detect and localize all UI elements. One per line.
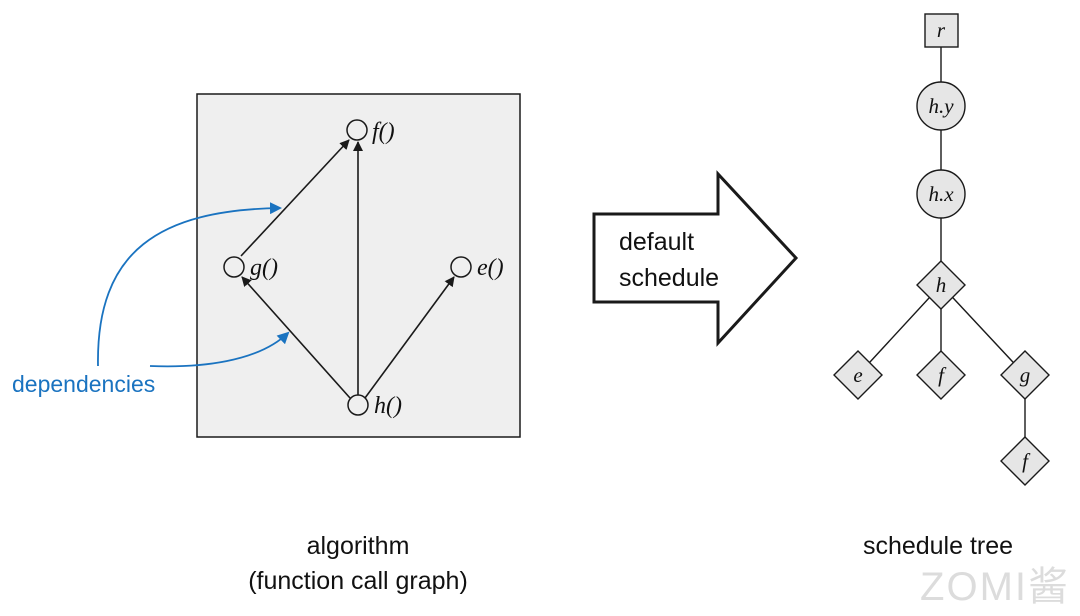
node-g-label: g() [250, 255, 278, 281]
edge-h-to-e [364, 276, 455, 399]
schedule-tree: r h.y h.x h e f g f [833, 13, 1050, 486]
tree-node-g-child-f [1000, 436, 1050, 486]
node-e-label: e() [477, 255, 504, 281]
dependencies-label: dependencies [12, 371, 155, 397]
watermark: ZOMI酱 [920, 565, 1070, 609]
node-e [450, 256, 472, 278]
call-graph: f() g() e() h() [196, 93, 521, 438]
edge-g-to-f [240, 139, 350, 257]
tree-node-band-x [916, 169, 966, 219]
tree-node-band-x-label: h.x [928, 182, 954, 206]
tree-node-e-label: e [853, 363, 862, 387]
tree-node-e [833, 350, 883, 400]
tree-node-root-label: r [937, 18, 946, 42]
algorithm-caption-line1: algorithm [307, 532, 410, 560]
tree-edge-h-e [857, 284, 942, 376]
dependency-arrow-upper [97, 202, 282, 367]
node-g [223, 256, 245, 278]
node-f [346, 119, 368, 141]
default-schedule-arrow: default schedule [592, 170, 799, 347]
tree-node-g-child-f-label: f [1022, 449, 1031, 473]
tree-node-root [924, 13, 959, 48]
tree-node-band-y-label: h.y [928, 94, 954, 118]
node-h [347, 394, 369, 416]
big-arrow-shape [592, 170, 799, 347]
tree-node-g-label: g [1020, 363, 1031, 387]
dependencies-annotation: dependencies [12, 202, 290, 397]
algorithm-caption-line2: (function call graph) [248, 567, 468, 595]
tree-node-f-label: f [938, 363, 947, 387]
node-h-label: h() [374, 393, 402, 419]
tree-node-f [916, 350, 966, 400]
dependency-arrow-lower [149, 331, 290, 368]
arrow-label-line1: default [619, 228, 694, 256]
schedule-tree-caption: schedule tree [863, 532, 1013, 560]
edge-h-to-g [241, 276, 351, 399]
node-f-label: f() [372, 119, 395, 145]
tree-node-h-label: h [936, 273, 947, 297]
tree-node-g [1000, 350, 1050, 400]
tree-node-h [916, 260, 966, 310]
tree-node-band-y [916, 81, 966, 131]
arrow-label-line2: schedule [619, 264, 719, 292]
tree-edge-h-g [940, 284, 1026, 376]
